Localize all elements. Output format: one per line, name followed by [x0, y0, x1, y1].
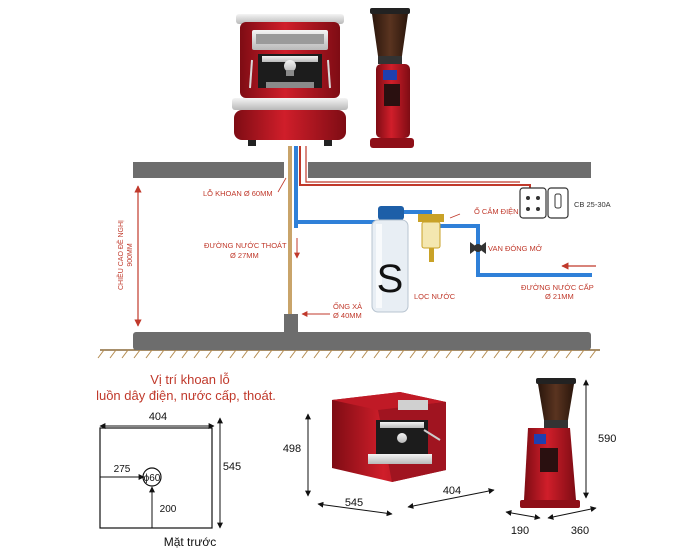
machine-width-dim — [317, 501, 393, 517]
plan-caption: Mặt trước — [164, 535, 217, 549]
circuit-breaker-icon — [547, 187, 569, 219]
grinder-3d-image — [520, 378, 580, 508]
machine-height-label: 498 — [283, 443, 301, 455]
power-socket-icon — [519, 187, 547, 219]
machine-width-label: 545 — [345, 497, 363, 509]
grinder-width-dim — [505, 509, 541, 521]
socket-leader — [449, 213, 461, 219]
plan-hole-diameter: ϕ60 — [144, 473, 161, 484]
water-filter-image — [371, 206, 409, 313]
counter-top — [133, 162, 591, 178]
machine-depth-label: 404 — [443, 485, 461, 497]
hole-label: LỖ KHOAN Ø 60MM — [203, 189, 273, 198]
counter-height-label: CHIỀU CAO ĐỀ NGHỊ — [115, 220, 125, 290]
floor-hatch — [97, 349, 597, 359]
plan-title-line2: luồn dây điện, nước cấp, thoát. — [96, 388, 276, 403]
machine-depth-dim — [407, 488, 495, 509]
supply-line-size: Ø 21MM — [545, 292, 574, 301]
floor-slab — [133, 332, 591, 350]
drain-line-label: ĐƯỜNG NƯỚC THOÁT — [204, 241, 287, 250]
plan-hole-y-label: 200 — [160, 504, 177, 515]
grinder-depth-label: 360 — [571, 525, 589, 537]
drain-line-size: Ø 27MM — [230, 251, 259, 260]
grinder-depth-dim — [547, 506, 597, 520]
grinder-height-label: 590 — [598, 433, 616, 445]
drain-outlet — [284, 314, 298, 334]
espresso-machine-image — [232, 14, 348, 146]
socket-label: Ổ CẮM ĐIỆN — [474, 207, 519, 216]
filter-letter: S — [377, 257, 404, 301]
grinder-image — [370, 8, 414, 148]
drain-pipe-size: Ø 40MM — [333, 311, 362, 320]
power-cable-2 — [305, 146, 520, 183]
valve-icon — [470, 242, 486, 254]
supply-line-label: ĐƯỜNG NƯỚC CẤP — [521, 282, 594, 292]
filter-label: LỌC NƯỚC — [414, 292, 456, 301]
plan-outline — [99, 427, 213, 529]
plan-hole-x-label: 275 — [114, 464, 131, 475]
sediment-filter-image — [418, 214, 444, 262]
breaker-label: CB 25-30A — [574, 200, 611, 209]
plan-height-label: 545 — [223, 461, 241, 473]
plan-title-line1: Vị trí khoan lỗ — [150, 372, 230, 387]
supply-pipe — [294, 146, 592, 277]
hole-leader — [277, 177, 287, 193]
counter-height-value: 900MM — [127, 243, 134, 267]
plan-hole-circle — [142, 467, 162, 487]
valve-label: VAN ĐÓNG MỞ — [488, 244, 543, 253]
grinder-width-label: 190 — [511, 525, 529, 537]
drain-pipe-label: ỐNG XẢ — [333, 301, 362, 311]
plan-width-label: 404 — [149, 411, 167, 423]
espresso-machine-3d-image — [332, 392, 446, 482]
